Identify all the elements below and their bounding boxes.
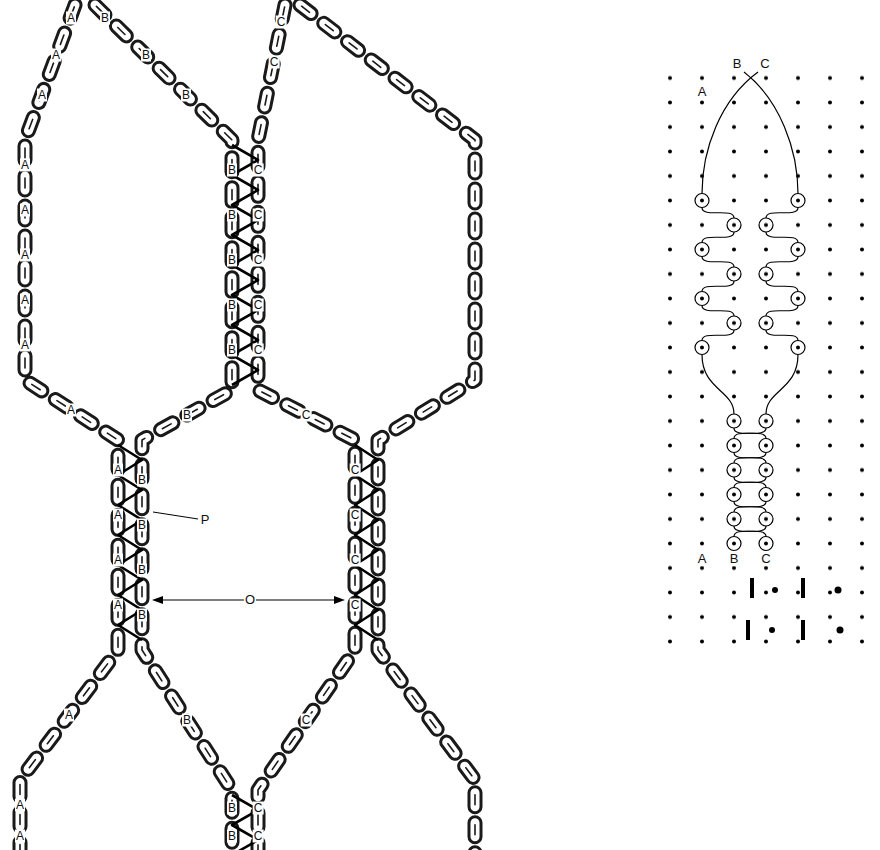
guide-bar-label: C xyxy=(759,57,770,71)
bar-mark xyxy=(801,578,805,598)
chain-links xyxy=(95,5,232,850)
yarn-label: B xyxy=(227,254,237,267)
yarn-label: A xyxy=(51,49,61,62)
yarn-label: B xyxy=(137,564,147,577)
arrow-head xyxy=(152,596,163,604)
yarn-label: C xyxy=(350,554,361,567)
chain-c xyxy=(258,5,355,850)
yarn-label: B xyxy=(137,519,147,532)
yarn-label: A xyxy=(113,509,123,522)
yarn-label: A xyxy=(37,89,47,102)
dot-mark xyxy=(769,627,775,633)
yarn-label: A xyxy=(113,599,123,612)
chain-a xyxy=(20,5,118,850)
guide-bar-label: A xyxy=(697,552,708,566)
yarn-label: C xyxy=(350,509,361,522)
yarn-label: A xyxy=(15,799,25,812)
bar-mark xyxy=(750,578,754,598)
yarn-label: B xyxy=(137,474,147,487)
leader-line xyxy=(153,512,198,519)
yarn-label: A xyxy=(20,204,30,217)
chain-d xyxy=(300,5,475,850)
chain-links xyxy=(20,5,118,850)
lapping-line xyxy=(734,72,798,537)
yarn-label: B xyxy=(137,609,147,622)
yarn-label: B xyxy=(227,830,237,843)
yarn-label: C xyxy=(253,254,264,267)
lapping-diagram xyxy=(654,66,878,654)
yarn-label: B xyxy=(182,714,192,727)
yarn-label: B xyxy=(100,12,110,25)
chain-links xyxy=(300,5,475,850)
chain-links xyxy=(300,5,475,850)
arrow-head xyxy=(334,596,345,604)
pillar-yarn xyxy=(118,145,378,850)
yarn-label: B xyxy=(227,802,237,815)
yarn-label: A xyxy=(20,249,30,262)
yarn-label: B xyxy=(227,209,237,222)
yarn-label: C xyxy=(253,802,264,815)
yarn-label: B xyxy=(141,49,151,62)
yarn-label: B xyxy=(227,164,237,177)
yarn-label: A xyxy=(20,159,30,172)
yarn-label: C xyxy=(253,830,264,843)
yarn-label: A xyxy=(20,339,30,352)
chain-links xyxy=(95,5,232,850)
guide-bar-label: C xyxy=(760,552,771,566)
guide-bar-label: A xyxy=(697,85,708,99)
yarn-label: P xyxy=(200,513,211,527)
chain-links xyxy=(95,5,232,850)
chain-links xyxy=(20,5,118,850)
chain-links xyxy=(20,5,118,850)
yarn-label: C xyxy=(269,56,280,69)
yarn-label: C xyxy=(301,714,312,727)
guide-bar-label: B xyxy=(729,552,740,566)
lapping-line xyxy=(702,72,766,537)
yarn-label: C xyxy=(276,16,287,29)
yarn-label: A xyxy=(64,709,74,722)
yarn-label: B xyxy=(227,299,237,312)
yarn-label: A xyxy=(66,12,76,25)
yarn-label: B xyxy=(182,409,192,422)
dot-mark xyxy=(837,627,844,634)
yarn-label: A xyxy=(20,294,30,307)
yarn-label: C xyxy=(253,344,264,357)
yarn-label: C xyxy=(301,409,312,422)
yarn-label: O xyxy=(244,593,256,607)
chain-b xyxy=(95,5,232,850)
yarn-label: C xyxy=(253,164,264,177)
chain-links xyxy=(258,5,355,850)
threading-marks xyxy=(746,578,844,640)
needle-dot-grid xyxy=(654,66,878,654)
chain-links xyxy=(258,5,355,850)
lap-loops xyxy=(695,194,805,551)
yarn-label: A xyxy=(66,404,76,417)
dot-mark xyxy=(772,587,778,593)
yarn-label: C xyxy=(253,299,264,312)
yarn-label: C xyxy=(350,599,361,612)
yarn-label: B xyxy=(227,344,237,357)
yarn-label: B xyxy=(181,89,191,102)
guide-bar-label: B xyxy=(732,57,743,71)
yarn-label: A xyxy=(15,830,25,843)
bar-mark xyxy=(801,620,805,640)
yarn-label: C xyxy=(350,464,361,477)
yarn-label: C xyxy=(253,209,264,222)
dot-mark xyxy=(835,587,842,594)
chain-links xyxy=(258,5,355,850)
bar-mark xyxy=(746,620,750,640)
yarn-label: A xyxy=(113,464,123,477)
chain-links xyxy=(300,5,475,850)
yarn-label: A xyxy=(113,554,123,567)
